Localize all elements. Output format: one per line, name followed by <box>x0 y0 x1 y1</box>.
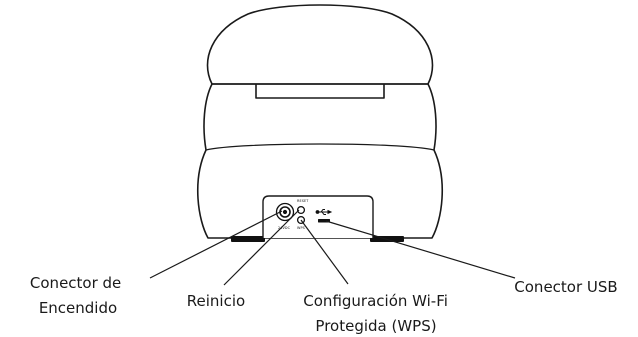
power-leader <box>149 210 283 279</box>
power-connector-label-line2: Encendido <box>39 299 117 317</box>
printer-body <box>196 4 444 239</box>
wps-label-line2: Protegida (WPS) <box>315 317 436 335</box>
usb-leader <box>325 220 516 279</box>
printer-shell <box>196 83 444 239</box>
power-jack-icon <box>275 202 295 222</box>
wps-label: Configuración Wi-Fi Protegida (WPS) <box>303 292 452 335</box>
leader-lines <box>149 209 516 286</box>
wps-label-line1: Configuración Wi-Fi <box>303 292 448 310</box>
reset-marking: RESET <box>297 199 309 203</box>
body-seam <box>205 143 435 151</box>
wps-marking: WPS <box>297 226 305 230</box>
left-foot <box>231 236 265 242</box>
wps-leader <box>300 219 349 285</box>
paper-slot <box>255 84 385 99</box>
power-connector-label: Conector de Encendido <box>30 274 126 317</box>
printer-lid <box>206 4 434 85</box>
power-connector-label-line1: Conector de <box>30 274 121 292</box>
reset-leader <box>223 209 300 286</box>
connector-panel: 24VDC RESET WPS <box>262 195 374 238</box>
power-rating-marking: 24VDC <box>278 226 291 230</box>
usb-connector-label: Conector USB <box>514 278 617 296</box>
usb-icon <box>315 209 333 215</box>
reset-label: Reinicio <box>187 292 245 310</box>
reset-button-icon[interactable] <box>296 205 306 215</box>
